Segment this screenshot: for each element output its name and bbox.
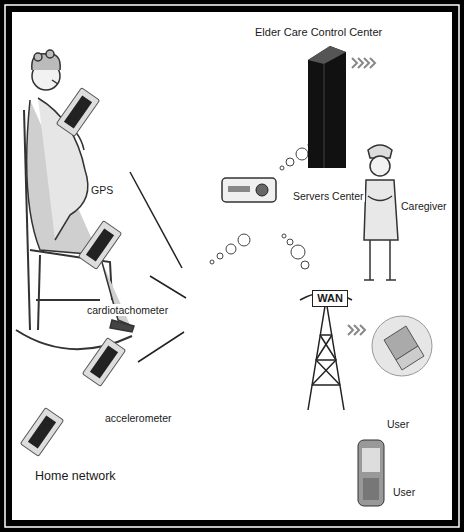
title-holder: Elder Care Control Center <box>254 22 383 40</box>
label-holder: cardiotachometer <box>86 300 169 318</box>
wan-tower <box>300 293 352 411</box>
accelerometer-sensor <box>82 338 125 387</box>
sensor-label: accelerometer <box>104 412 173 424</box>
label-holder: accelerometer <box>104 408 173 426</box>
user-label: User <box>392 486 416 498</box>
label-holder: GPS <box>90 180 114 198</box>
person-label: Caregiver <box>400 200 448 212</box>
gateway-device <box>222 178 276 202</box>
label-holder: User <box>386 414 410 432</box>
chevrons <box>352 58 375 68</box>
node-text: WAN <box>316 292 344 305</box>
sensor-link <box>130 172 186 362</box>
sensor-label: GPS <box>90 184 114 196</box>
server-tower <box>308 46 346 168</box>
label-holder: Caregiver <box>400 196 448 214</box>
canvas <box>12 12 452 520</box>
laptop-user-icon <box>372 316 432 376</box>
gps-sensor <box>56 88 99 137</box>
region-title: Elder Care Control Center <box>254 26 383 39</box>
sensor-label: cardiotachometer <box>86 304 169 316</box>
elderly-person <box>27 50 134 332</box>
caregiver-figure <box>364 145 398 280</box>
label-holder: User <box>392 482 416 500</box>
user-label: User <box>386 418 410 430</box>
wan-box: WAN <box>312 290 348 307</box>
phone-icon <box>358 440 384 506</box>
frame-line <box>5 5 459 527</box>
label-holder: Home network <box>34 466 117 484</box>
wireless-bubbles <box>210 141 316 269</box>
chevrons <box>348 325 365 335</box>
region-label: Home network <box>34 469 117 483</box>
home-sensor <box>20 408 63 457</box>
cardiotachometer-sensor <box>78 221 121 270</box>
device-label: Servers Center <box>292 190 365 202</box>
label-holder: Servers Center <box>292 186 365 204</box>
